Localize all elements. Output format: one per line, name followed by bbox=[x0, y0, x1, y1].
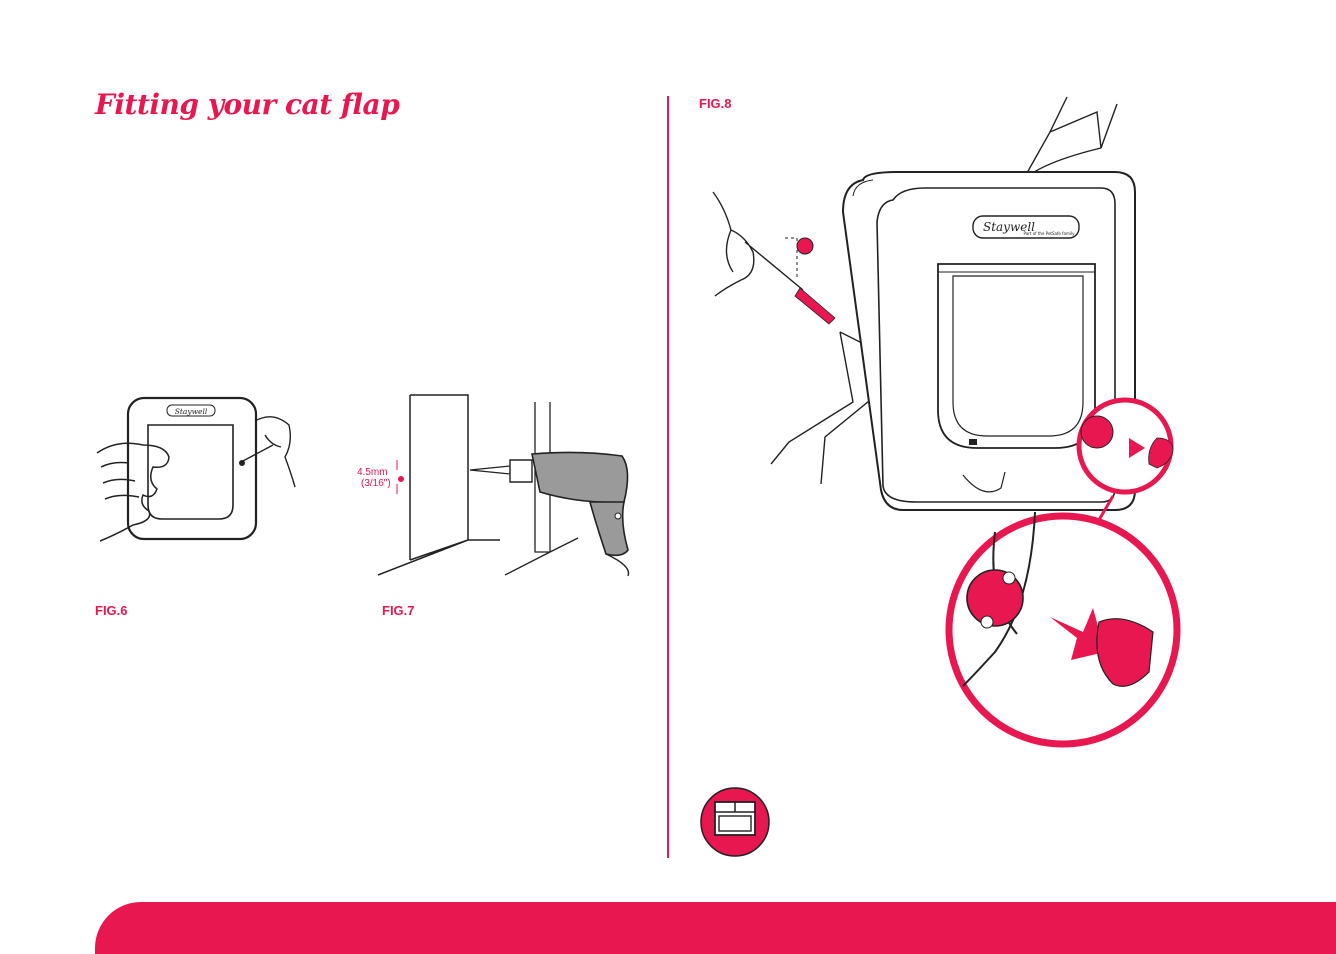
window-icon bbox=[700, 787, 770, 857]
drill-hole-mark bbox=[398, 476, 404, 482]
template-flap-opening bbox=[147, 424, 234, 520]
footer-band bbox=[95, 902, 1336, 954]
left-hand bbox=[96, 442, 170, 542]
fig6-illustration: Staywell bbox=[96, 396, 296, 542]
fig6-label: FIG.6 bbox=[95, 603, 128, 618]
screw-hole-marker bbox=[796, 237, 814, 255]
drill-chuck bbox=[509, 459, 533, 483]
page-title: Fitting your cat flap bbox=[95, 88, 400, 121]
insert-arrow bbox=[1050, 608, 1105, 660]
drill-handle bbox=[588, 501, 629, 557]
fig8-illustration: Staywell Part of the PetSafe family bbox=[712, 96, 1181, 748]
pencil-mark bbox=[239, 460, 245, 466]
tunnel-top bbox=[1022, 96, 1118, 181]
flap-logo-sub: Part of the PetSafe family bbox=[1024, 231, 1076, 236]
screw-cap bbox=[1096, 618, 1154, 687]
hand-screwdriver bbox=[712, 191, 804, 297]
template-logo-text: Staywell bbox=[175, 407, 208, 416]
wall-frame bbox=[377, 394, 500, 576]
drill-body bbox=[531, 451, 629, 504]
template-logo-badge bbox=[166, 404, 216, 417]
fig7-measure-mm: 4.5mm bbox=[357, 467, 388, 478]
fig8-label: FIG.8 bbox=[699, 96, 732, 111]
column-divider bbox=[667, 96, 669, 858]
flap-logo-badge bbox=[972, 215, 1080, 239]
fig7-measure-in: (3/16") bbox=[361, 478, 391, 489]
right-hand-pencil bbox=[242, 416, 296, 488]
flap-door bbox=[952, 275, 1084, 437]
screw bbox=[794, 287, 836, 325]
fig7-illustration bbox=[377, 394, 630, 577]
drill-bit bbox=[469, 465, 511, 475]
fig7-label: FIG.7 bbox=[382, 603, 415, 618]
flap-logo-text: Staywell bbox=[983, 220, 1035, 234]
